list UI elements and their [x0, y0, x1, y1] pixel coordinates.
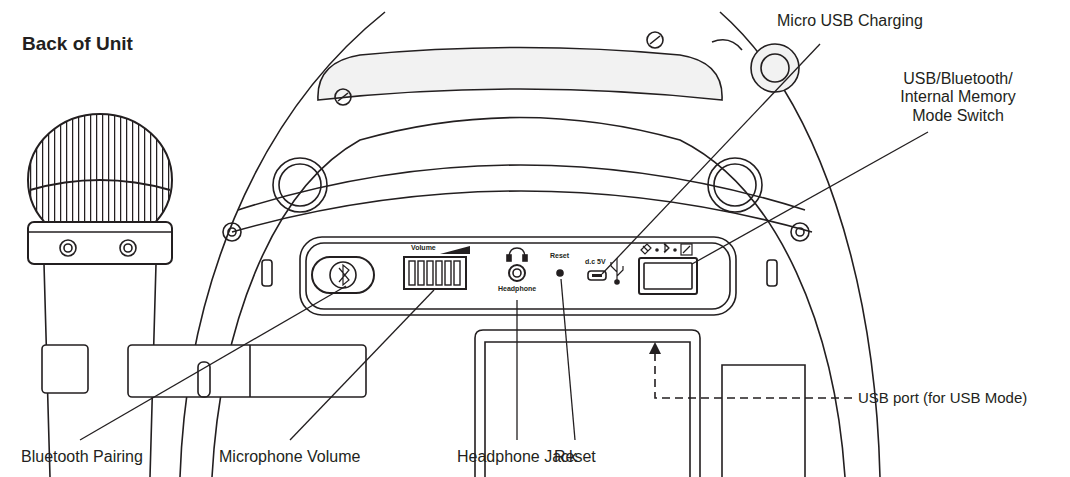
callout-label: USB/Bluetooth/ Internal Memory Mode Swit… [883, 70, 1033, 125]
panel-marking: d.c 5V [585, 258, 606, 266]
callout-label: Reset [554, 448, 596, 466]
callout-label: Bluetooth Pairing [21, 448, 143, 466]
panel-marking: Reset [550, 252, 569, 260]
panel-marking: Headphone [498, 285, 536, 293]
callout-label: Micro USB Charging [777, 12, 923, 30]
callout-label: Microphone Volume [219, 448, 360, 466]
diagram-title: Back of Unit [22, 33, 133, 55]
callout-label: USB port (for USB Mode) [858, 389, 1027, 406]
panel-marking: Volume [411, 244, 436, 252]
